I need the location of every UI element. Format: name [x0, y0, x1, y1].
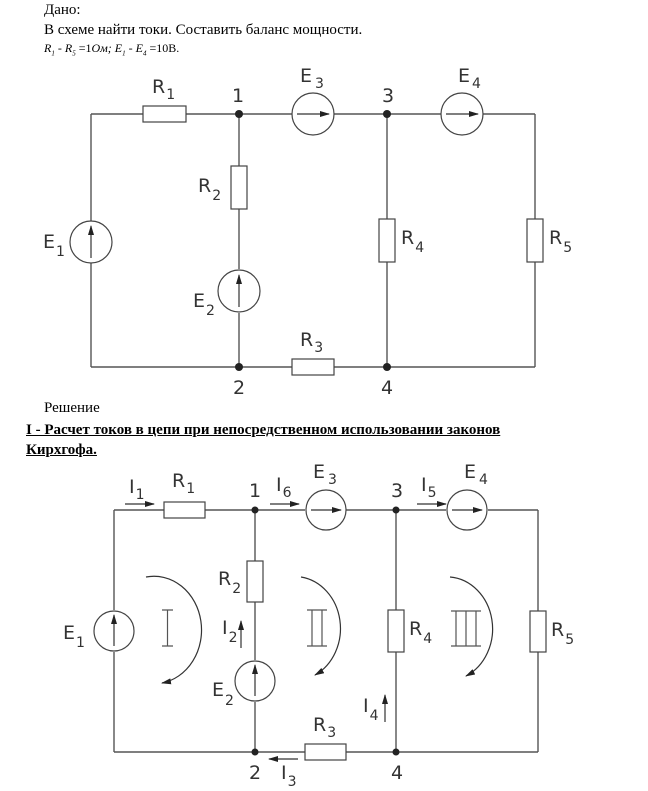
- loop-label-i: [162, 609, 173, 647]
- label-i2: I2: [222, 617, 238, 646]
- node-3: [392, 506, 400, 514]
- resistor-r3: [304, 743, 347, 761]
- param-e-unit: В.: [168, 41, 180, 55]
- label-node-3: 3: [391, 480, 403, 502]
- label-i3: I3: [281, 762, 297, 790]
- label-r3: R3: [313, 714, 336, 741]
- source-e2: [234, 660, 276, 702]
- param-r-to: R: [64, 41, 73, 55]
- label-i5: I5: [421, 474, 437, 501]
- label-node-1: 1: [249, 480, 261, 502]
- param-e-to-sub: 4: [142, 49, 147, 58]
- node-3: [383, 110, 391, 118]
- resistor-r5: [526, 218, 544, 263]
- label-i1: I1: [129, 476, 145, 503]
- label-r4: R4: [409, 618, 432, 647]
- resistor-r4: [378, 218, 396, 263]
- node-2: [251, 748, 259, 756]
- label-node-2: 2: [233, 377, 245, 399]
- source-e2: [217, 269, 261, 313]
- loop-arrow-i: [145, 575, 203, 685]
- param-dash: -: [57, 41, 62, 55]
- param-dash-2: -: [128, 41, 133, 55]
- node-4: [383, 363, 391, 371]
- label-r5: R5: [549, 227, 572, 256]
- param-r-unit: Ом;: [91, 41, 112, 55]
- resistor-r2: [246, 560, 264, 603]
- label-node-2: 2: [249, 762, 261, 784]
- node-1: [251, 506, 259, 514]
- loop-arrow-ii: [300, 576, 342, 676]
- node-2: [235, 363, 243, 371]
- resistor-r3: [291, 358, 335, 376]
- label-r2: R2: [198, 175, 221, 204]
- param-r-value: =1: [78, 41, 92, 55]
- label-r1: R1: [172, 470, 195, 497]
- param-r-to-sub: 5: [72, 49, 76, 58]
- param-r-from: R: [44, 41, 52, 55]
- section-heading: I - Расчет токов в цепи при непосредстве…: [26, 420, 500, 460]
- label-e1: E1: [43, 231, 65, 260]
- label-node-1: 1: [232, 85, 244, 107]
- source-e4: [446, 489, 488, 531]
- label-e1: E1: [63, 622, 85, 651]
- label-e2: E2: [193, 290, 215, 319]
- label-r1: R1: [152, 76, 175, 103]
- param-e-from: E: [114, 41, 123, 55]
- label-i4: I4: [363, 695, 379, 724]
- loop-label-ii: [307, 609, 327, 647]
- label-r3: R3: [300, 329, 323, 356]
- label-r4: R4: [401, 227, 424, 256]
- label-node-3: 3: [382, 85, 394, 107]
- param-e-to: E: [135, 41, 143, 55]
- source-e3: [305, 489, 347, 531]
- param-r-from-sub: 1: [51, 49, 55, 58]
- node-1: [235, 110, 243, 118]
- task-statement: В схеме найти токи. Составить баланс мощ…: [44, 22, 363, 38]
- label-e2: E2: [212, 679, 234, 709]
- label-node-4: 4: [381, 377, 393, 399]
- resistor-r5: [529, 610, 547, 653]
- resistor-r1: [163, 501, 206, 519]
- resistor-r4: [387, 609, 405, 653]
- section-heading-line2: Кирхгофа.: [26, 442, 97, 458]
- given-title: Дано:: [44, 2, 81, 18]
- loop-label-iii: [451, 610, 481, 647]
- label-r5: R5: [551, 619, 574, 648]
- node-4: [392, 748, 400, 756]
- solution-title: Решение: [44, 400, 100, 416]
- source-e1: [69, 220, 113, 264]
- section-heading-line1: I - Расчет токов в цепи при непосредстве…: [26, 422, 501, 438]
- label-node-4: 4: [391, 762, 403, 784]
- source-e1: [93, 610, 135, 652]
- loop-arrow-iii: [449, 576, 494, 677]
- label-r2: R2: [218, 568, 241, 597]
- resistor-r2: [230, 165, 248, 210]
- label-i6: I6: [276, 474, 292, 501]
- given-parameters: R1 - R5 =1Ом; E1 - E4 =10В.: [44, 41, 179, 57]
- param-e-from-sub: 1: [122, 49, 126, 58]
- source-e3: [291, 92, 335, 136]
- param-e-value: =10: [149, 41, 169, 55]
- resistor-r1: [142, 105, 187, 123]
- source-e4: [440, 92, 484, 136]
